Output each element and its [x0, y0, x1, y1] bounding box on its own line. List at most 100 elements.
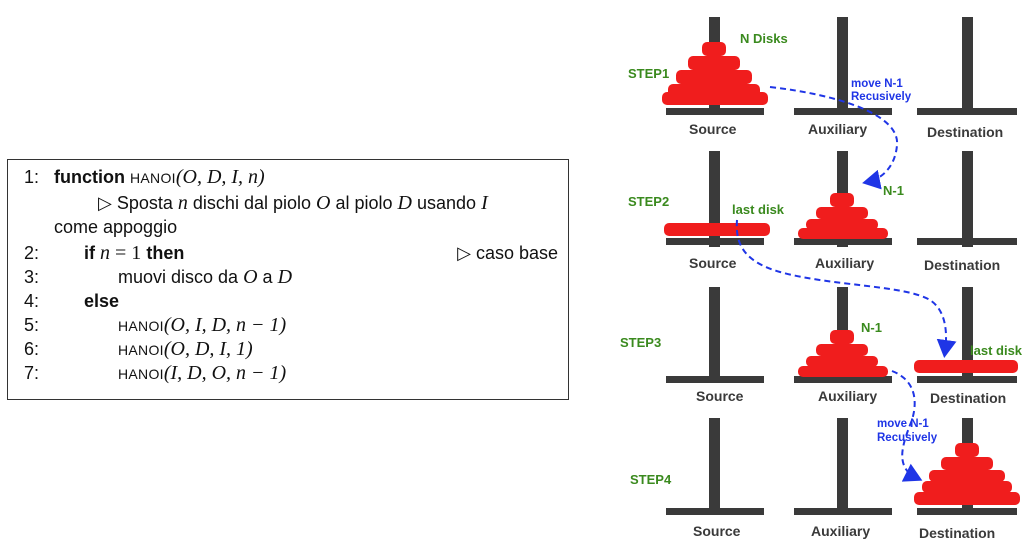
step4-group: STEP4 move N-1 Recusively Source Auxilia… [630, 418, 1020, 541]
line-number: 2: [24, 243, 40, 263]
step4-label: STEP4 [630, 472, 672, 487]
n1-label: N-1 [861, 320, 882, 335]
line-number: 7: [24, 363, 40, 383]
peg-label-source: Source [689, 255, 737, 271]
line-number: 5: [24, 315, 40, 335]
n-disks-label: N Disks [740, 31, 788, 46]
proc-name: HANOI [130, 170, 176, 186]
var-d: D [397, 192, 412, 214]
peg-label-auxiliary: Auxiliary [808, 121, 867, 137]
peg-source-base [666, 508, 764, 515]
var-n: n [100, 242, 111, 264]
disk [798, 228, 888, 239]
peg-auxiliary-pole [837, 17, 848, 113]
cond-eq: = 1 [115, 242, 142, 264]
peg-destination-base [917, 376, 1017, 383]
peg-auxiliary-base [794, 376, 892, 383]
comment-text: come appoggio [54, 217, 178, 237]
disk [929, 470, 1005, 482]
peg-destination-pole [962, 151, 973, 247]
peg-label-auxiliary: Auxiliary [811, 523, 870, 539]
algo-line-6: 6: HANOI(O, D, I, 1) [24, 338, 253, 361]
step2-group: STEP2 last disk N-1 Source Auxiliary Des… [628, 151, 1017, 273]
peg-label-auxiliary: Auxiliary [818, 388, 877, 404]
disk [922, 481, 1012, 493]
step3-group: STEP3 N-1 last disk Source Auxiliary Des… [620, 287, 1023, 406]
peg-auxiliary-base [794, 508, 892, 515]
proc-name: HANOI [118, 342, 164, 358]
keyword-then: then [146, 243, 185, 263]
comment-text: usando [417, 193, 477, 213]
peg-source-pole [709, 151, 720, 247]
step1-label: STEP1 [628, 66, 669, 81]
move-label-1: move N-1 [851, 78, 903, 90]
arrow-move-n1-step3 [891, 370, 923, 482]
peg-auxiliary-base [794, 108, 892, 115]
disk-last [914, 360, 1018, 373]
disk [688, 56, 740, 70]
algo-line-3: 3:muovi disco da O a D [24, 266, 292, 288]
algo-line-2: 2: if n = 1 then [24, 242, 184, 264]
disk-last [664, 223, 770, 236]
step1-group: STEP1 N Disks move N-1 Recusively Source… [628, 17, 1017, 140]
comment-text: ▷ Sposta [98, 193, 173, 213]
peg-source-base [666, 376, 764, 383]
var-o: O [316, 192, 331, 214]
line-number: 4: [24, 291, 40, 311]
keyword-if: if [84, 243, 95, 263]
disk [941, 457, 993, 470]
peg-destination-pole [962, 287, 973, 383]
line-number: 6: [24, 339, 40, 359]
comment-text: al piolo [335, 193, 393, 213]
algo-line-5: 5:HANOI(O, I, D, n − 1) [24, 314, 286, 337]
var-d: D [277, 266, 293, 288]
disk [816, 207, 868, 219]
move-label-2: Recusively [851, 91, 912, 103]
peg-auxiliary-base [794, 238, 892, 245]
disk [816, 344, 868, 356]
disk [914, 492, 1020, 505]
proc-args: (O, D, I, 1) [163, 338, 253, 360]
algo-line-7: 7: HANOI(I, D, O, n − 1) [24, 362, 286, 385]
var-i: I [481, 192, 488, 214]
algo-line-1: 1:function HANOI(O, D, I, n) [24, 166, 265, 189]
last-disk-label: last disk [970, 343, 1023, 358]
peg-destination-base [917, 108, 1017, 115]
statement-text: muovi disco da [118, 267, 239, 287]
algorithm-box: 1:function HANOI(O, D, I, n) ▷ Sposta n … [7, 159, 569, 400]
peg-label-source: Source [693, 523, 741, 539]
arrow-last-disk [735, 219, 957, 358]
n1-label: N-1 [883, 183, 904, 198]
peg-label-destination: Destination [930, 390, 1006, 406]
proc-args: (O, I, D, n − 1) [163, 314, 287, 336]
disk [806, 356, 878, 367]
peg-label-auxiliary: Auxiliary [815, 255, 874, 271]
peg-source-base [666, 238, 764, 245]
disk [830, 330, 854, 344]
algo-comment-cont: come appoggio [54, 216, 177, 238]
peg-source-base [666, 108, 764, 115]
algo-line-4: 4: else [24, 290, 119, 312]
peg-label-source: Source [689, 121, 737, 137]
disk [798, 366, 888, 377]
comment-text: dischi dal piolo [192, 193, 311, 213]
move-label-1: move N-1 [877, 418, 929, 430]
proc-args: (I, D, O, n − 1) [163, 362, 287, 384]
disk [955, 443, 979, 457]
peg-auxiliary-pole [837, 418, 848, 514]
line-number: 3: [24, 267, 40, 287]
line-number: 1: [24, 167, 40, 187]
keyword-else: else [84, 291, 120, 311]
var-n: n [177, 192, 188, 214]
last-disk-label: last disk [732, 202, 785, 217]
peg-source-pole [709, 287, 720, 383]
proc-args: (O, D, I, n) [175, 166, 265, 188]
peg-source-pole [709, 418, 720, 514]
step2-label: STEP2 [628, 194, 669, 209]
disk [662, 92, 768, 105]
arrow-move-n1-step1 [769, 86, 899, 190]
step3-label: STEP3 [620, 335, 661, 350]
proc-name: HANOI [118, 366, 164, 382]
statement-text: a [262, 267, 273, 287]
